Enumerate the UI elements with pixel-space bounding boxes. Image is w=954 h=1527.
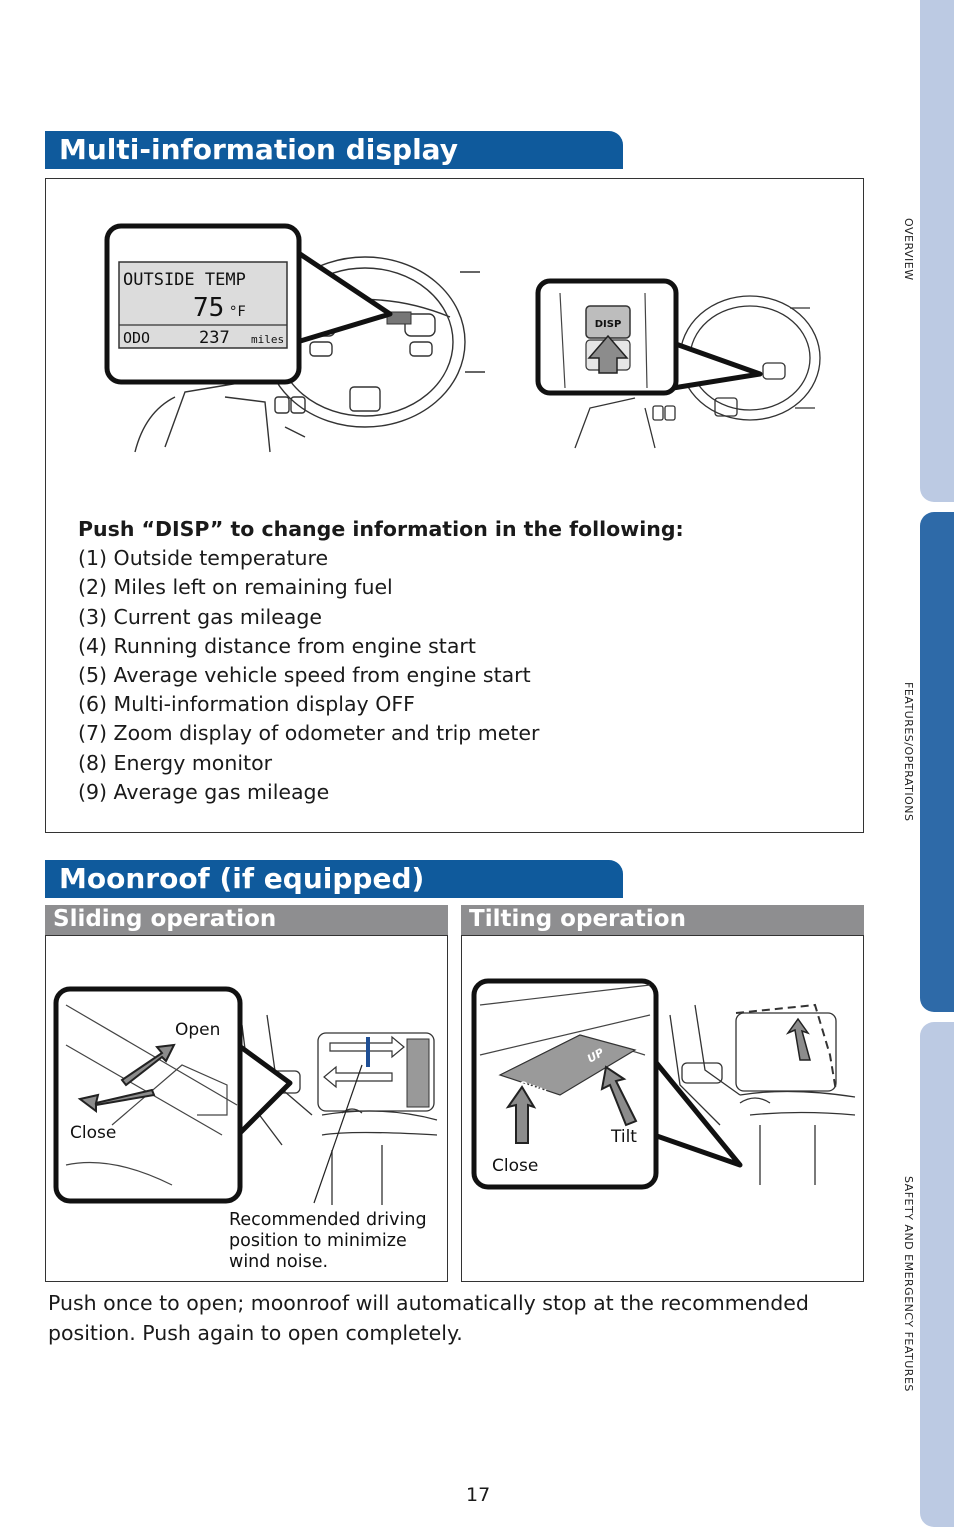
lcd-odo-unit: miles — [251, 333, 284, 346]
list-item: (2) Miles left on remaining fuel — [78, 575, 393, 600]
list-item: (7) Zoom display of odometer and trip me… — [78, 721, 540, 746]
disp-button-illustration: DISP — [535, 278, 821, 449]
close-label-tilting: Close — [492, 1156, 539, 1176]
lcd-temp-unit: °F — [229, 304, 246, 320]
sliding-illustration — [53, 986, 438, 1205]
lcd-odo-label: ODO — [123, 329, 150, 347]
tab-label-overview: OVERVIEW — [902, 218, 915, 281]
disp-button-label: DISP — [595, 319, 622, 330]
page-number: 17 — [466, 1484, 491, 1506]
recommended-position-note: Recommended driving position to minimize… — [229, 1210, 427, 1272]
tilting-illustration: UP OWN — [471, 978, 856, 1190]
close-arrow-icon — [77, 1088, 156, 1113]
tilt-up-arrow-icon — [785, 1017, 811, 1061]
list-item: (1) Outside temperature — [78, 546, 329, 571]
close-arrow-icon — [505, 1085, 537, 1144]
list-item: (5) Average vehicle speed from engine st… — [78, 663, 531, 688]
list-item: (6) Multi-information display OFF — [78, 692, 415, 717]
lcd-line1: OUTSIDE TEMP — [123, 270, 246, 290]
tab-features-operations[interactable] — [920, 512, 954, 1012]
tilt-arrow-icon — [600, 1065, 638, 1127]
disp-instructions: Push “DISP” to change information in the… — [78, 515, 684, 807]
instructions-heading: Push “DISP” to change information in the… — [78, 517, 684, 541]
list-item: (9) Average gas mileage — [78, 779, 330, 804]
push-arrow-icon — [587, 334, 629, 374]
list-item: (3) Current gas mileage — [78, 604, 322, 629]
tab-label-features: FEATURES/OPERATIONS — [902, 682, 915, 822]
lcd-temp-value: 75 — [193, 293, 224, 323]
moonroof-instructions: Push once to open; moonroof will automat… — [48, 1291, 809, 1345]
tab-label-safety: SAFETY AND EMERGENCY FEATURES — [902, 1176, 915, 1392]
list-item: (4) Running distance from engine start — [78, 633, 476, 658]
list-item: (8) Energy monitor — [78, 750, 273, 775]
close-label-sliding: Close — [70, 1123, 117, 1143]
tilting-operation-title: Tilting operation — [461, 905, 864, 935]
section-title-moonroof: Moonroof (if equipped) — [45, 860, 623, 898]
tab-overview[interactable] — [920, 0, 954, 502]
sliding-operation-title: Sliding operation — [45, 905, 448, 935]
section-title-multi-info: Multi-information display — [45, 131, 623, 169]
steering-wheel-illustration: OUTSIDE TEMP 75 °F ODO 237 miles — [104, 223, 485, 453]
tab-safety-emergency[interactable] — [920, 1022, 954, 1527]
lcd-odo-value: 237 — [199, 328, 230, 348]
open-arrow-icon — [120, 1043, 176, 1087]
tilt-label: Tilt — [611, 1127, 637, 1147]
open-label: Open — [175, 1020, 221, 1040]
